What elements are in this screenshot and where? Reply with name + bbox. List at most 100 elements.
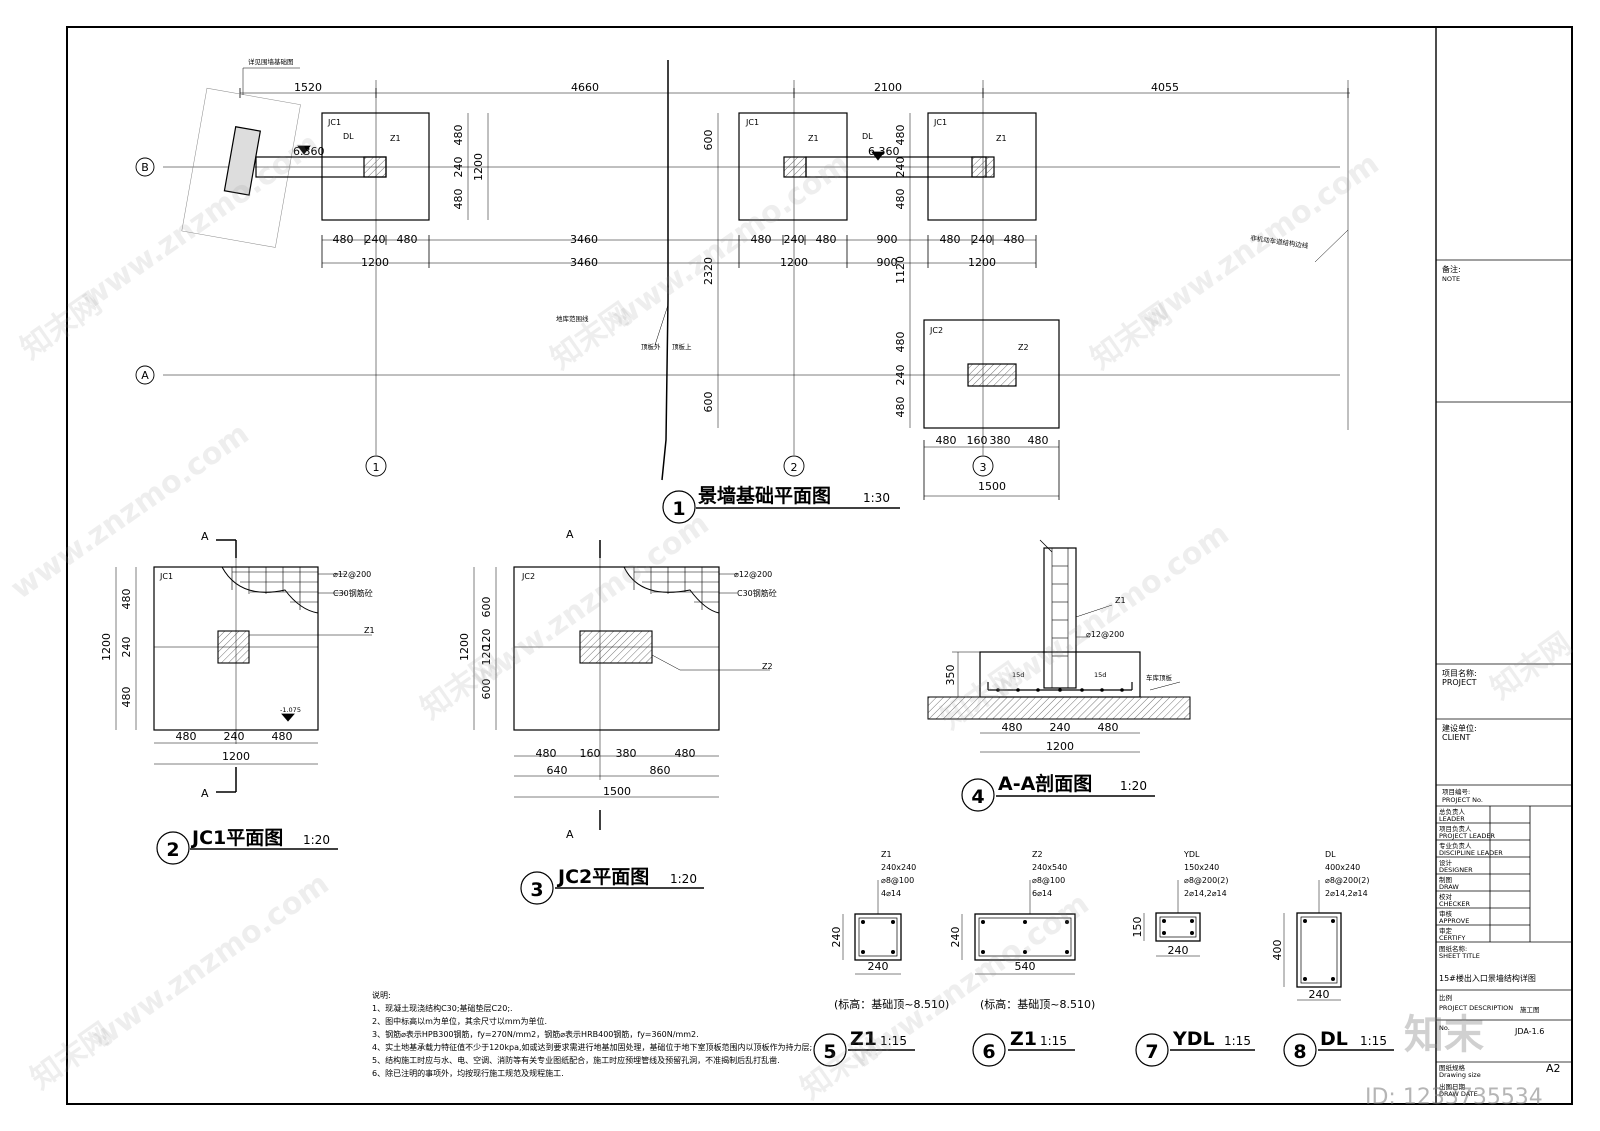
vdim-right-5: 480 [894,332,907,353]
detail-ydl-width: 240 [1168,944,1189,957]
title-bubble-3 [520,871,554,905]
plan-z1-label-left: Z1 [390,134,401,143]
title-number-2: 2 [166,839,179,861]
vdim-right-3: 480 [894,189,907,210]
title-bubble-7 [1135,1033,1169,1067]
jc1-cut-bottom: A [201,787,209,800]
title-number-1: 1 [672,498,685,520]
note-6: 6、除已注明的事项外，均按现行施工规范及规程施工. [372,1068,564,1078]
jc1-hdim-3: 480 [272,730,293,743]
detail-z1-size: 240x240 [881,863,916,872]
tb-role-1-cn: 总负责人 [1439,807,1466,816]
jc1-hdim-1: 480 [176,730,197,743]
title-detail-dl: DL [1320,1028,1348,1050]
vdim-right-7: 480 [894,397,907,418]
detail-dl-code: DL [1325,850,1336,859]
tb-role-7-cn: 审核 [1439,909,1453,918]
notes-heading: 说明: [372,990,391,1000]
dim-row2-2: 3460 [570,256,598,269]
jc2-hdim2-2: 860 [650,764,671,777]
vdim-left-4: 1200 [472,153,485,181]
title-number-5: 5 [823,1041,836,1063]
scale-detail-z1: 1:15 [880,1034,907,1048]
vdim-left-3: 480 [452,189,465,210]
tb-role-6-cn: 校对 [1439,892,1453,901]
tb-role-8-en: CERTIFY [1439,934,1465,942]
wm-site-1: www.znzmo.com [75,126,326,316]
scale-detail-z2: 1:15 [1040,1034,1067,1048]
tb-role-1-en: LEADER [1439,815,1465,823]
title-number-4: 4 [971,786,984,808]
jc2-vdim-total: 1200 [458,633,471,661]
dim-row1-10: 240 [972,233,993,246]
axis-bubble-a [135,365,155,385]
title-bubble-1 [662,490,696,524]
axis-bubble-b [135,157,155,177]
tb-role-6-en: CHECKER [1439,900,1470,908]
tb-role-4-en: DESIGNER [1439,866,1473,874]
detail-z2-bars: 6⌀14 [1032,889,1052,898]
tb-date-cn: 出图日期 [1439,1082,1466,1091]
axis-bubble-3 [972,455,994,477]
jc2-column-label: Z2 [762,662,773,671]
jc1-rebar: ⌀12@200 [333,570,371,579]
plan-elev-left: 6.360 [293,145,325,158]
tb-projno-cn: 项目编号: [1442,787,1470,796]
see-wall-foundation-note: 详见围墙基础图 [248,57,294,66]
top-dim-1: 1520 [294,81,322,94]
jc2-hdim-2: 160 [580,747,601,760]
title-jc2-plan: JC2平面图 [556,866,649,888]
section-rebar: ⌀12@200 [1086,630,1124,639]
title-number-6: 6 [982,1041,995,1063]
jc1-vdim-2: 240 [120,637,133,658]
detail-z2-stirrup: ⌀8@100 [1032,876,1065,885]
detail-z1-code: Z1 [881,850,892,859]
plan-elev-mid: 6.360 [868,145,900,158]
jc2-hdim-total: 1500 [603,785,631,798]
detail-z1-width: 240 [868,960,889,973]
vdim-mid-3: 600 [702,392,715,413]
wall-foundation-ref [181,87,301,248]
column-z2-plan [967,363,1017,387]
tb-role-2-en: PROJECT LEADER [1439,832,1495,840]
plan-jc1-label-right: JC1 [933,118,947,127]
title-detail-z1: Z1 [850,1028,877,1050]
tb-size-cn: 图纸规格 [1439,1063,1466,1072]
tb-date-en: DRAW DATE [1439,1090,1478,1098]
section-dim-1: 480 [1002,721,1023,734]
jc1-mid [738,112,848,221]
jc2-vdim-2: 120 [480,629,493,650]
tb-role-5-cn: 制图 [1439,875,1452,884]
scale-detail-dl: 1:15 [1360,1034,1387,1048]
plan-jc2-label: JC2 [929,326,943,335]
wm-site-4: www.znzmo.com [5,416,256,606]
wm-logo: 知末 [1404,1012,1484,1058]
jc1-label: JC1 [159,572,173,581]
title-number-7: 7 [1145,1041,1158,1063]
detail-z1-height: 240 [830,927,843,948]
scale-jc1-plan: 1:20 [303,833,330,847]
note-4: 4、实土地基承载力特征值不少于120kpa,如或达到要求需进行地基加固处理，基础… [372,1042,812,1052]
jc2-cut-bottom: A [566,828,574,841]
title-block-grid [1436,259,1572,1063]
detail-z2-section [961,880,1076,975]
detail-z1-section [842,880,902,975]
axis-label-b: B [141,161,149,174]
jc2-hdim-1: 480 [536,747,557,760]
note-3: 3、钢筋⌀表示HPB300钢筋，fy=270N/mm2，钢筋⌀表示HRB400钢… [372,1029,699,1039]
vdim-mid-2: 2320 [702,257,715,285]
title-bubble-8 [1283,1033,1317,1067]
jc2-cut-top: A [566,528,574,541]
tb-size-en: Drawing size [1439,1071,1481,1079]
jc2-plan-drawing [473,540,770,830]
dim-row1-6: 240 [784,233,805,246]
dim-row2-3: 1200 [780,256,808,269]
plan-jc1-label-left: JC1 [327,118,341,127]
plan-dl-label-left: DL [343,132,354,141]
jc1-hdim-total: 1200 [222,750,250,763]
vdim-left-2: 240 [452,157,465,178]
title-block-frame [1435,26,1573,1105]
tb-sheet-cn: 图纸名称: [1439,944,1467,953]
tb-note-en: NOTE [1442,275,1460,283]
tb-sheet-en: SHEET TITLE [1439,952,1480,960]
